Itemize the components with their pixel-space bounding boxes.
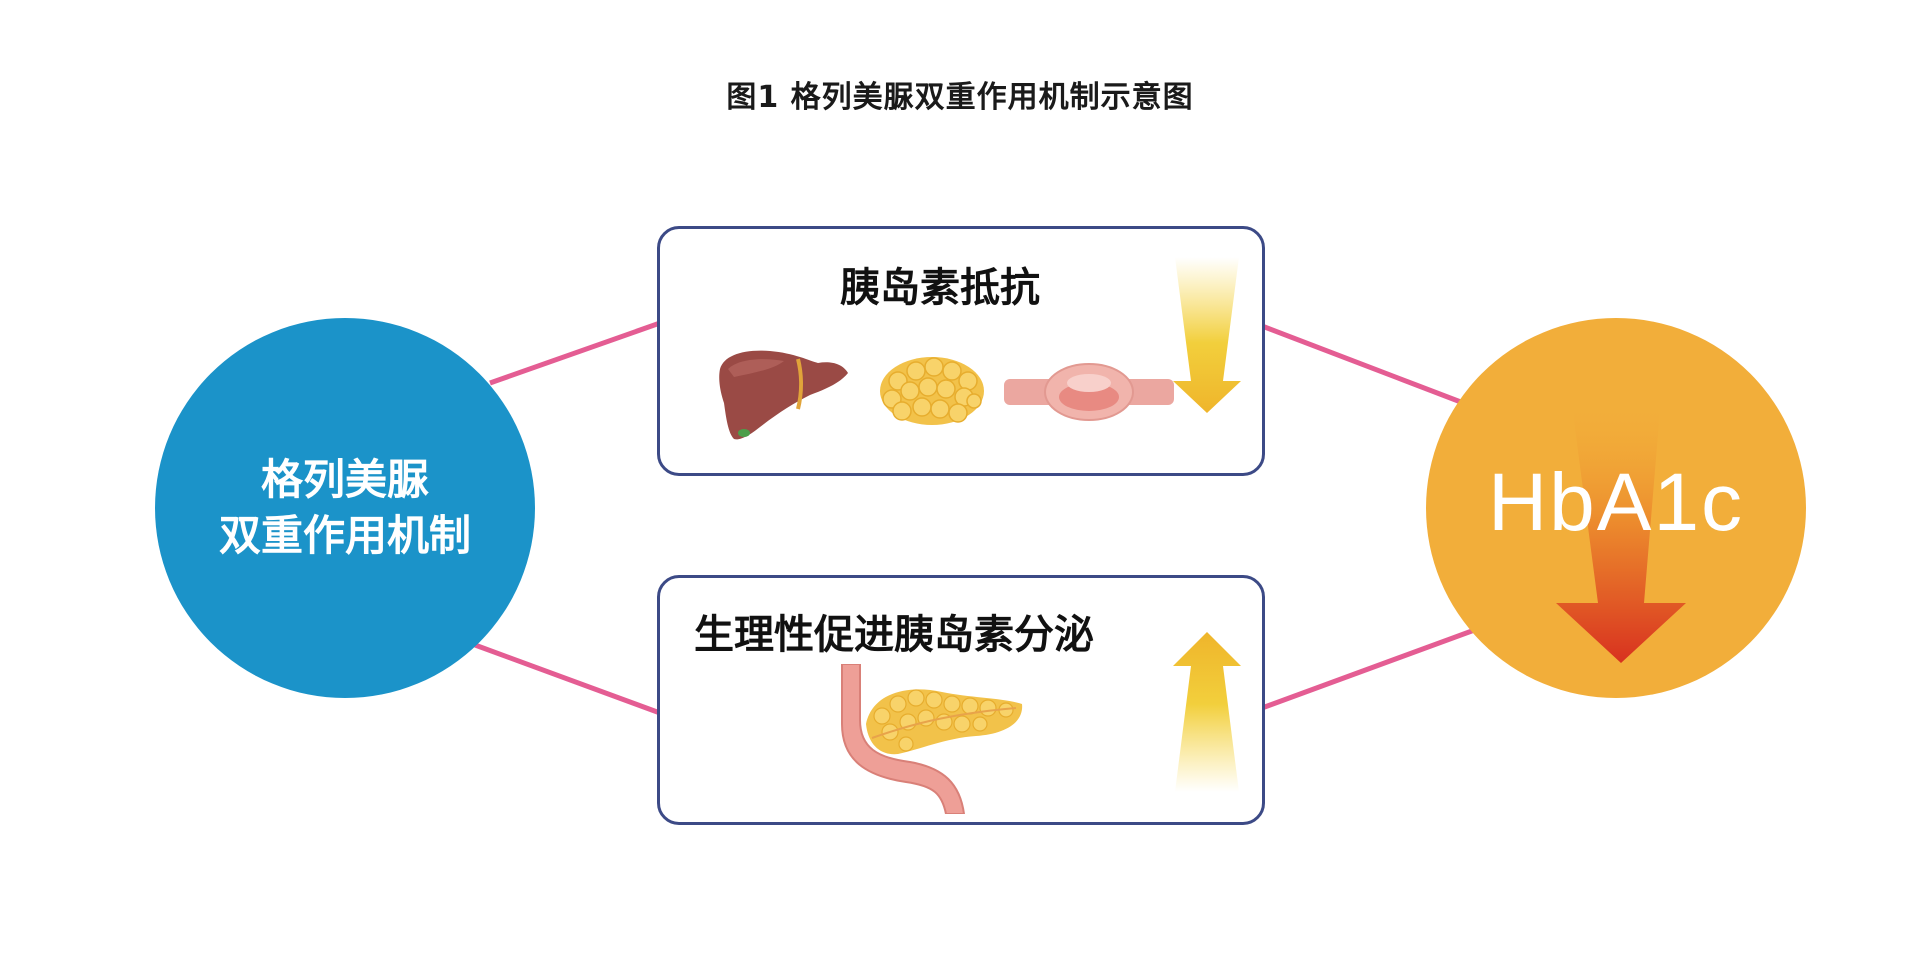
liver-icon [719, 350, 848, 440]
connector-left-top [489, 320, 661, 386]
figure-title: 图1 格列美脲双重作用机制示意图 [726, 80, 1194, 115]
connector-left-bottom [474, 642, 661, 716]
mechanism-label-line1: 格列美脲 [260, 455, 429, 504]
insulin-resistance-box: 胰岛素抵抗 [657, 226, 1265, 476]
connector-right-top [1261, 323, 1467, 407]
hba1c-label: HbA1c [1487, 457, 1745, 548]
arrow-down-icon [1556, 398, 1686, 663]
insulin-secretion-box: 生理性促进胰岛素分泌 [657, 575, 1265, 825]
mechanism-label-line2: 双重作用机制 [218, 511, 471, 560]
arrow-up-icon [1173, 632, 1241, 792]
mechanism-circle: 格列美脲 双重作用机制 [155, 318, 535, 698]
connector-right-bottom [1261, 625, 1481, 711]
arrow-down-icon [1173, 257, 1241, 413]
outcome-circle: HbA1c [1426, 318, 1806, 698]
muscle-icon [1004, 363, 1174, 421]
insulin-resistance-label: 胰岛素抵抗 [840, 265, 1040, 311]
pancreas-icon [841, 664, 1023, 814]
insulin-secretion-label: 生理性促进胰岛素分泌 [694, 612, 1094, 658]
fat-tissue-icon [880, 357, 984, 425]
